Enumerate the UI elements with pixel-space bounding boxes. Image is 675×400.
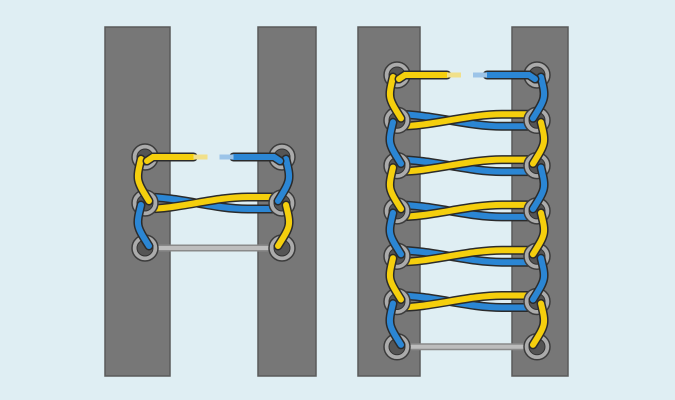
long-lacing-right-run-0-fill — [530, 74, 548, 122]
lace-ends — [142, 70, 540, 166]
long-lacing-right-run-2 — [528, 163, 549, 214]
long-lacing-left-run-3 — [385, 208, 406, 259]
long-lacing-right-run-0 — [528, 72, 549, 123]
long-lacing-right-run-5-fill — [530, 300, 548, 348]
long-lacing-right-run-1-fill — [530, 119, 548, 167]
long-lacing-left-run-5-fill — [386, 300, 404, 348]
long-lacing-right-run-3-fill — [530, 209, 548, 258]
long-lacing-right-run-4-fill — [530, 255, 548, 303]
lace-rungs — [140, 109, 542, 312]
short-lacing-left-run-1-fill — [134, 202, 152, 249]
eyelets — [131, 61, 551, 361]
short-lacing-right-run-0 — [273, 154, 294, 206]
long-lacing-left-run-0-fill — [386, 74, 404, 122]
long-lacing-right-run-1 — [528, 117, 549, 169]
short-lacing-yellow-end-fill — [144, 154, 197, 164]
short-lacing-right-run-0-fill — [275, 156, 293, 204]
long-lacing-right-run-4 — [528, 253, 549, 304]
long-lacing-left-run-4-fill — [386, 255, 404, 303]
long-lacing-yellow-end-fill — [396, 72, 450, 82]
long-lacing-yellow-end — [394, 70, 452, 84]
long-lacing-left-run-5 — [385, 299, 406, 350]
long-lacing-left-run-0 — [385, 72, 406, 123]
lace-verticals — [133, 72, 549, 350]
long-lacing-right-run-3 — [528, 208, 549, 259]
long-lacing-right-run-5 — [528, 299, 549, 350]
long-lacing-left-run-3-fill — [386, 209, 404, 258]
long-lacing-left-run-2-fill — [386, 164, 404, 212]
short-lacing-right-run-1-fill — [275, 202, 293, 249]
long-lacing-blue-end-fill — [484, 72, 538, 82]
long-lacing-left-run-2 — [385, 163, 406, 214]
short-lacing-blue-end — [229, 152, 285, 166]
short-lacing-left-run-0 — [133, 154, 154, 206]
short-lacing-left-run-0-fill — [134, 156, 152, 204]
short-lacing-right-run-1 — [273, 200, 294, 251]
long-lacing-blue-end — [482, 70, 540, 84]
long-lacing-left-run-1-fill — [386, 119, 404, 167]
long-lacing-left-run-1 — [385, 117, 406, 169]
short-lacing-left-run-1 — [133, 200, 154, 251]
short-lacing-blue-end-fill — [230, 154, 283, 164]
short-lacing-yellow-end — [142, 152, 198, 166]
long-lacing-right-run-2-fill — [530, 164, 548, 212]
bottom-bars — [145, 244, 537, 351]
long-lacing-left-run-4 — [385, 253, 406, 304]
